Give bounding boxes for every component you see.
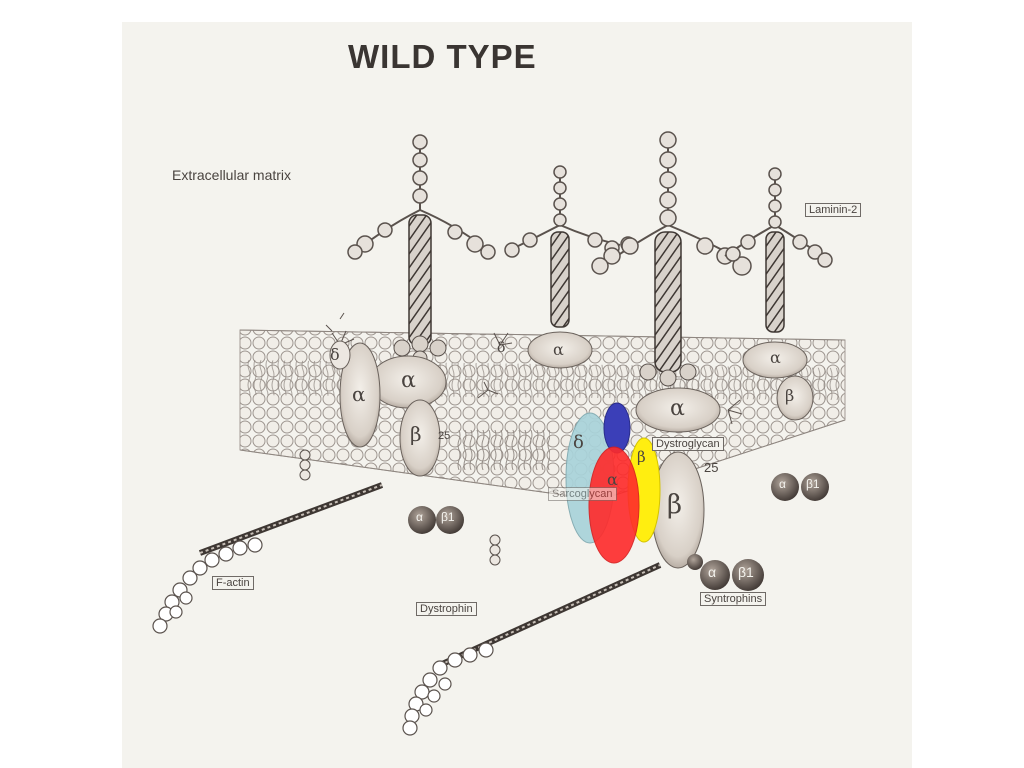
syntrophin-alpha-symbol-left: α (416, 510, 423, 524)
sarcospan-label: 25 (704, 460, 719, 475)
glycan-branches (325, 312, 743, 425)
syntrophin-spheres (408, 473, 829, 591)
alpha-sarcoglycan-symbol: α (607, 470, 618, 489)
sarcoglycan-label: Sarcoglycan (548, 487, 617, 501)
alpha-dystroglycan-symbol: α (401, 368, 416, 393)
beta-sarcoglycan-symbol: β (637, 448, 646, 466)
dystrophin-rods (198, 482, 662, 668)
laminin-2 (504, 165, 636, 328)
alpha-dystroglycan-symbol-2: α (553, 340, 564, 359)
syntrophins-label: Syntrophins (700, 592, 767, 606)
dystrophin-label: Dystrophin (416, 602, 477, 616)
extracellular-matrix-label: Extracellular matrix (172, 167, 292, 183)
syntrophin-beta1-symbol-right: β1 (806, 477, 820, 491)
sarcospan-label-left: 25 (438, 430, 451, 442)
laminin-molecules (347, 131, 833, 387)
beta-dystroglycan-symbol: β (667, 490, 683, 520)
alpha-dystroglycan-symbol-3: α (670, 396, 685, 421)
delta-sarcoglycan-symbol: δ (573, 432, 584, 453)
actin-filaments (152, 537, 494, 736)
alpha-sarcoglycan-symbol-left: α (352, 382, 366, 406)
syntrophin-beta1-symbol-left: β1 (441, 510, 455, 524)
laminin-1 (347, 134, 496, 366)
dystroglycan-alpha-subunits (369, 331, 808, 433)
syntrophin-alpha-symbol: α (708, 564, 717, 580)
right-beta-subunits (651, 375, 814, 569)
gamma-sarcoglycan (603, 402, 631, 454)
syntrophin-alpha-symbol-right: α (779, 477, 786, 491)
delta-sarcoglycan-symbol-left: δ (330, 345, 340, 364)
dystroglycan-label: Dystroglycan (652, 437, 724, 451)
nnos-bead-stacks (299, 449, 501, 566)
laminin-label: Laminin-2 (805, 203, 862, 217)
syntrophin-beta1-symbol: β1 (738, 564, 754, 580)
beta-symbol-right: β (785, 386, 795, 405)
delta-sarcoglycan-symbol-mid: δ (497, 340, 506, 356)
alpha-dystroglycan-symbol-4: α (770, 348, 781, 367)
slide-title: WILD TYPE (348, 38, 537, 75)
colored-sarcoglycan-complex (565, 402, 661, 564)
alpha-sarcoglycan (588, 446, 640, 564)
laminin-4 (724, 167, 833, 333)
actin-label: F-actin (212, 576, 254, 590)
left-sarcoglycan-complex (329, 340, 441, 477)
laminin-3 (591, 131, 752, 387)
beta-sarcoglycan-symbol-left: β (410, 422, 422, 446)
